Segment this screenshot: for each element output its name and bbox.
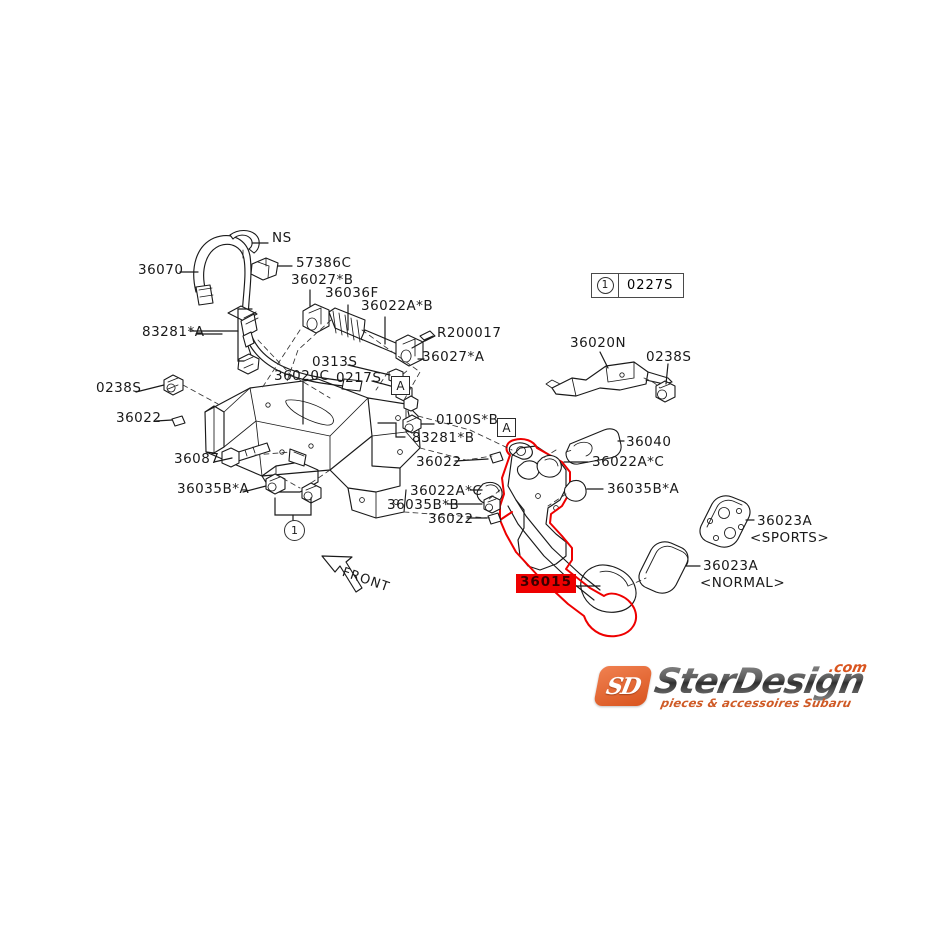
lead-36020n <box>599 351 609 369</box>
callout-0217s: 0217S <box>336 370 382 386</box>
callout-36027a: 36027*A <box>422 349 485 365</box>
reference-mark-circle-1: 1 <box>284 520 305 541</box>
dash-a12 <box>182 384 219 405</box>
callout-36040: 36040 <box>626 434 672 450</box>
callout-0313s: 0313S <box>312 354 358 370</box>
part-36022ac-collar-right <box>536 455 562 478</box>
callout-ns: NS <box>272 230 292 246</box>
dash-a1 <box>257 339 331 399</box>
part-0238s-nut-right <box>655 380 676 403</box>
part-36035bb-nut <box>483 495 501 514</box>
lead-36087 <box>213 457 233 463</box>
dash-a2 <box>261 329 301 389</box>
logo-monogram: SD <box>604 672 642 700</box>
dash-a8 <box>403 511 491 519</box>
callout-36022ab: 36022A*B <box>361 298 434 314</box>
callout-36022-left: 36022 <box>116 410 162 426</box>
callout-r200017: R200017 <box>437 325 502 341</box>
dash-36035ba-right <box>547 493 567 507</box>
callout-0100sb: 0100S*B <box>436 412 499 428</box>
dash-a9 <box>487 489 501 501</box>
callout-36020n: 36020N <box>570 335 627 351</box>
callout-36035ba-right: 36035B*A <box>607 481 680 497</box>
callout-36022-c1: 36022 <box>416 454 462 470</box>
dash-a10 <box>539 449 557 461</box>
dash-pad-assembly <box>627 577 647 587</box>
callout-36036f: 36036F <box>325 285 379 301</box>
part-36027b-joint <box>302 303 330 334</box>
callout-83281b: 83281*B <box>412 430 475 446</box>
logo-domain-suffix: .com <box>827 660 869 676</box>
callout-36022ac-left: 36022A*C <box>410 483 483 499</box>
callout-36022-c2: 36022 <box>428 511 474 527</box>
lead-r200017 <box>423 335 434 341</box>
part-ns-clip <box>229 229 260 259</box>
lead-0238s-right <box>665 363 669 385</box>
part-36035ba-bushing-right <box>563 479 587 502</box>
callout-36023a-sports-variant: <SPORTS> <box>750 530 830 546</box>
dash-a13 <box>274 473 301 489</box>
part-36036f-boot <box>328 307 366 343</box>
lead-36035ba-left <box>242 485 267 493</box>
callout-36070: 36070 <box>138 262 184 278</box>
callout-36023a-sports: 36023A <box>757 513 813 529</box>
front-arrow <box>321 555 363 593</box>
legend-box: 1 0227S <box>591 273 685 298</box>
dash-a14 <box>310 469 331 484</box>
callout-36023a-normal: 36023A <box>703 558 759 574</box>
callout-36035ba-left: 36035B*A <box>177 481 250 497</box>
part-36022-bushing-left <box>171 415 186 427</box>
callout-36023a-normal-variant: <NORMAL> <box>700 575 786 591</box>
callout-36027b: 36027*B <box>291 272 354 288</box>
part-0100sb-bolt <box>402 395 422 434</box>
callout-36022ac-right: 36022A*C <box>592 454 665 470</box>
lead-36022-left <box>155 419 173 422</box>
part-36027a-clevis <box>395 334 424 367</box>
legend-circled-number: 1 <box>596 277 614 294</box>
callout-36087: 36087 <box>174 451 220 467</box>
lead-36022-c1 <box>454 458 489 462</box>
highlighted-part-number[interactable]: 36015 <box>516 574 576 593</box>
dash-36020n-0238s <box>643 377 661 389</box>
logo-tagline: pieces & accessoires Subaru <box>659 696 853 710</box>
part-83281a-switch <box>227 305 260 375</box>
dash-a4 <box>285 319 332 385</box>
dash-a6 <box>417 415 513 451</box>
part-36022-bushing-c2 <box>487 512 502 525</box>
part-36087-bolt <box>221 442 271 468</box>
part-0238s-nut-left <box>163 374 184 396</box>
part-36022-bushing-c1 <box>489 451 504 464</box>
callout-36035bb: 36035B*B <box>387 497 460 513</box>
dash-a7 <box>419 447 493 461</box>
dash-a16 <box>375 371 389 391</box>
dash-a15 <box>254 451 291 456</box>
callout-0238s-left: 0238S <box>96 380 142 396</box>
legend-marker-cell: 1 <box>592 274 619 297</box>
logo-badge-icon: SD <box>593 666 653 706</box>
callout-57386c: 57386C <box>296 255 352 271</box>
lead-83281a-2 <box>237 330 245 362</box>
callout-83281a: 83281*A <box>142 324 205 340</box>
callout-36020c: 36020C <box>274 368 330 384</box>
part-36040-tube <box>565 428 622 465</box>
reference-mark-a-lower: A <box>497 418 516 437</box>
lead-0238s-left <box>135 384 165 393</box>
reference-mark-a-upper: A <box>391 376 410 395</box>
callout-0238s-right: 0238S <box>646 349 692 365</box>
dash-a11 <box>565 449 573 453</box>
part-36023a-normal-pad <box>638 541 689 594</box>
part-36020c-bracket <box>204 378 421 519</box>
lead-0313s <box>347 364 391 376</box>
watermark-logo: SD SterDesign .com pieces & accessoires … <box>593 660 869 720</box>
part-r200017-pin <box>411 330 436 349</box>
part-36023a-sports-pad <box>699 495 751 548</box>
part-57386c-clamp <box>250 257 279 281</box>
lead-83281a <box>189 308 253 332</box>
part-36015-clutch-pedal-assembly <box>499 438 637 638</box>
lead-83281b <box>377 422 406 438</box>
part-36020n-bracket <box>545 361 673 397</box>
legend-code: 0227S <box>627 278 674 293</box>
